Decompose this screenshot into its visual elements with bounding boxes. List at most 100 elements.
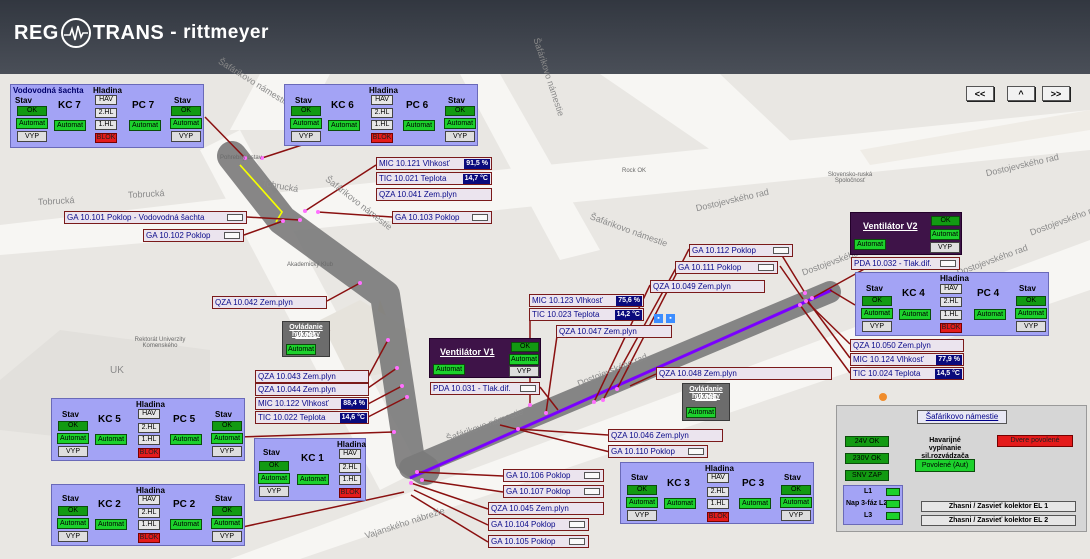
vyp-button[interactable]: VYP (259, 486, 289, 497)
vyp-button[interactable]: VYP (862, 321, 892, 332)
gate-ga-10-101[interactable]: GA 10.101 Poklop - Vodovodná šachta (64, 211, 247, 224)
vyp-button[interactable]: VYP (58, 531, 88, 542)
vyp-button[interactable]: VYP (212, 531, 242, 542)
sensor-value: 77,9 % (936, 355, 962, 365)
automat-button[interactable]: Automat (95, 434, 127, 445)
vyp-button[interactable]: VYP (17, 131, 47, 142)
level-2hl: 2.HL (95, 108, 117, 118)
automat-button[interactable]: Automat (211, 518, 243, 529)
prev-page-button[interactable]: << (966, 86, 994, 101)
sensor-qza-10-041[interactable]: QZA 10.041 Zem.plyn (376, 188, 492, 201)
gate-ga-10-111[interactable]: GA 10.111 Poklop (675, 261, 778, 274)
gate-ga-10-102[interactable]: GA 10.102 Poklop (143, 229, 244, 242)
automat-button[interactable]: Automat (403, 120, 435, 131)
gate-ga-10-112[interactable]: GA 10.112 Poklop (689, 244, 793, 257)
automat-button[interactable]: Automat (664, 498, 696, 509)
chamber-caption: Vodovodná šachta (13, 86, 84, 95)
vyp-button[interactable]: VYP (930, 242, 960, 253)
sensor-pda-10-032[interactable]: PDA 10.032 - Tlak.dif. (851, 257, 960, 270)
sensor-label: MIC 10.122 Vlhkosť (258, 399, 329, 408)
gate-ga-10-110[interactable]: GA 10.110 Poklop (608, 445, 708, 458)
automat-button[interactable]: Automat (739, 498, 771, 509)
up-page-button[interactable]: ^ (1007, 86, 1035, 101)
sensor-qza-10-042[interactable]: QZA 10.042 Zem.plyn (212, 296, 327, 309)
automat-button[interactable]: Automat (258, 473, 290, 484)
automat-button[interactable]: Automat (129, 120, 161, 131)
emergency-switch-button[interactable]: Povolené (Aut) (915, 459, 975, 472)
vyp-button[interactable]: VYP (445, 131, 475, 142)
automat-button[interactable]: Automat (974, 309, 1006, 320)
section-title[interactable]: Šafárikovo námestie (917, 410, 1007, 424)
door-status[interactable]: Dvere povolené (997, 435, 1073, 447)
gate-ga-10-107[interactable]: GA 10.107 Poklop (503, 485, 604, 498)
automat-button[interactable]: Automat (297, 474, 329, 485)
next-page-button[interactable]: >> (1042, 86, 1070, 101)
phase-l2-indicator (886, 500, 900, 508)
hladina-label: Hladina (93, 86, 122, 95)
vyp-button[interactable]: VYP (781, 510, 811, 521)
vyp-button[interactable]: VYP (509, 366, 539, 377)
automat-button[interactable]: Automat (509, 354, 539, 365)
vyp-button[interactable]: VYP (58, 446, 88, 457)
automat-button[interactable]: Automat (444, 118, 476, 129)
light-collector-el1-button[interactable]: Zhasni / Zasvieť kolektor EL 1 (921, 501, 1076, 512)
light-collector-el2-button[interactable]: Zhasni / Zasvieť kolektor EL 2 (921, 515, 1076, 526)
gate-label: GA 10.102 Poklop (146, 231, 211, 240)
automat-button[interactable]: Automat (328, 120, 360, 131)
automat-button[interactable]: Automat (899, 309, 931, 320)
automat-button[interactable]: Automat (57, 433, 89, 444)
kc-label: KC 6 (331, 100, 354, 111)
automat-button[interactable]: Automat (1015, 308, 1047, 319)
sensor-qza-10-043[interactable]: QZA 10.043 Zem.plyn (255, 370, 369, 383)
automat-button[interactable]: Automat (686, 407, 716, 418)
sensor-qza-10-044[interactable]: QZA 10.044 Zem.plyn (255, 383, 369, 396)
status-ok: OK (931, 216, 960, 226)
sensor-qza-10-045[interactable]: QZA 10.045 Zem.plyn (488, 502, 604, 515)
gate-ga-10-106[interactable]: GA 10.106 Poklop (503, 469, 604, 482)
sensor-label: QZA 10.045 Zem.plyn (491, 504, 569, 513)
stav-label: Stav (448, 96, 465, 105)
sensor-pda-10-031[interactable]: PDA 10.031 - Tlak.dif. (430, 382, 540, 395)
gate-ga-10-105[interactable]: GA 10.105 Poklop (488, 535, 589, 548)
status-ok: OK (1016, 296, 1046, 306)
sensor-qza-10-048[interactable]: QZA 10.048 Zem.plyn (656, 367, 832, 380)
sensor-label: TIC 10.023 Teplota (532, 310, 600, 319)
automat-button[interactable]: Automat (211, 433, 243, 444)
vyp-button[interactable]: VYP (171, 131, 201, 142)
sensor-qza-10-049[interactable]: QZA 10.049 Zem.plyn (650, 280, 765, 293)
automat-button[interactable]: Automat (170, 519, 202, 530)
level-blok: BLOK (95, 133, 117, 143)
automat-button[interactable]: Automat (861, 308, 893, 319)
gate-label: GA 10.110 Poklop (611, 447, 675, 456)
vyp-button[interactable]: VYP (291, 131, 321, 142)
gate-ga-10-104[interactable]: GA 10.104 Poklop (488, 518, 589, 531)
vyp-button[interactable]: VYP (1016, 321, 1046, 332)
sensor-qza-10-050[interactable]: QZA 10.050 Zem.plyn (850, 339, 964, 352)
automat-button[interactable]: Automat (16, 118, 48, 129)
automat-button[interactable]: Automat (433, 364, 465, 375)
vyp-button[interactable]: VYP (627, 510, 657, 521)
automat-button[interactable]: Automat (170, 118, 202, 129)
sensor-qza-10-046[interactable]: QZA 10.046 Zem.plyn (608, 429, 723, 442)
automat-button[interactable]: Automat (854, 239, 886, 250)
automat-button[interactable]: Automat (780, 497, 812, 508)
vyp-button[interactable]: VYP (212, 446, 242, 457)
automat-button[interactable]: Automat (95, 519, 127, 530)
automat-button[interactable]: Automat (290, 118, 322, 129)
automat-button[interactable]: Automat (57, 518, 89, 529)
sensor-qza-10-047[interactable]: QZA 10.047 Zem.plyn (556, 325, 672, 338)
automat-button[interactable]: Automat (626, 497, 658, 508)
automat-button[interactable]: Automat (286, 344, 316, 355)
gate-ga-10-103[interactable]: GA 10.103 Poklop (392, 211, 492, 224)
automat-button[interactable]: Automat (170, 434, 202, 445)
automat-button[interactable]: Automat (930, 229, 960, 240)
automat-button[interactable]: Automat (54, 120, 86, 131)
